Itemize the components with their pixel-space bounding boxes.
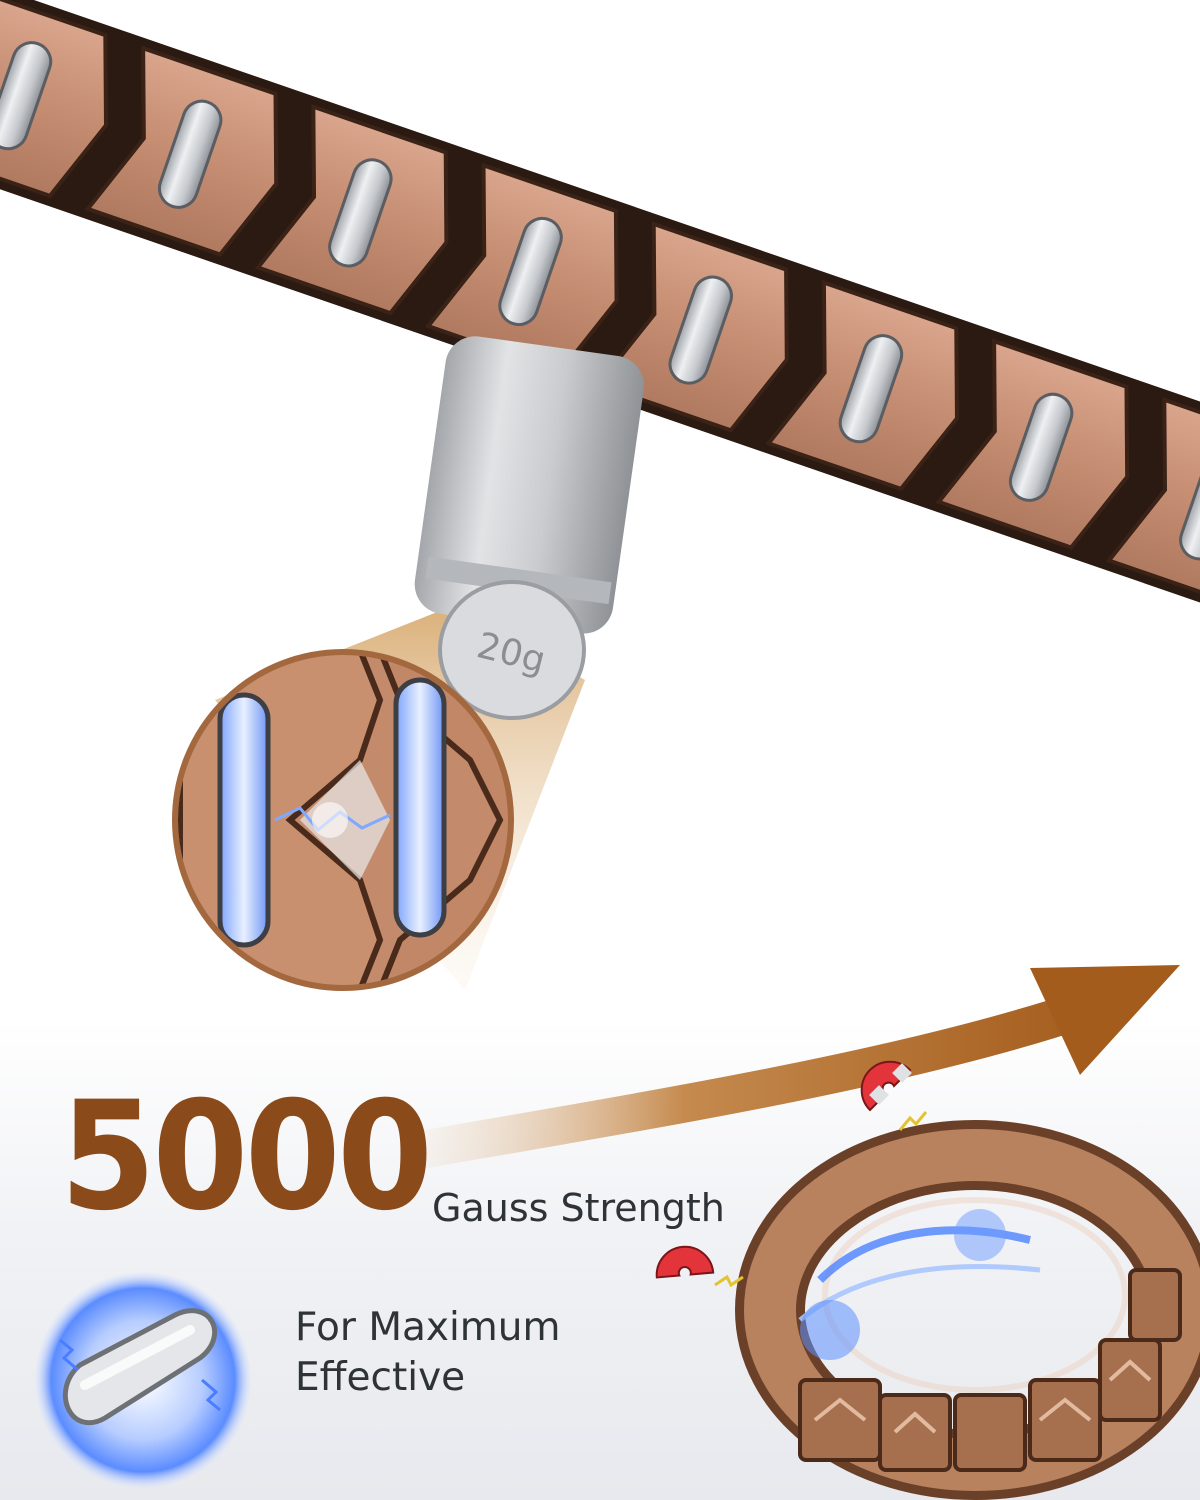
horseshoe-magnet-top-icon bbox=[860, 1060, 928, 1131]
magnet-left-zoom bbox=[217, 692, 271, 948]
test-weight: 20g bbox=[414, 336, 644, 720]
feature-line-2: Effective bbox=[295, 1355, 466, 1400]
zoom-detail-circle bbox=[172, 649, 514, 991]
feature-line-1: For Maximum bbox=[295, 1305, 561, 1350]
gauss-strength-label: Gauss Strength bbox=[432, 1186, 725, 1230]
curved-arrow-icon bbox=[416, 965, 1180, 1169]
horseshoe-magnet-left-icon bbox=[655, 1245, 744, 1288]
gauss-strength-number: 5000 bbox=[60, 1070, 433, 1244]
magnet-right-zoom bbox=[393, 677, 447, 938]
bracelet-product bbox=[735, 1120, 1200, 1500]
magnet-capsule-icon bbox=[35, 1272, 251, 1488]
bracelet-links bbox=[0, 0, 1200, 609]
feature-description: For Maximum Effective bbox=[295, 1303, 561, 1403]
bracelet-band bbox=[0, 0, 1200, 655]
